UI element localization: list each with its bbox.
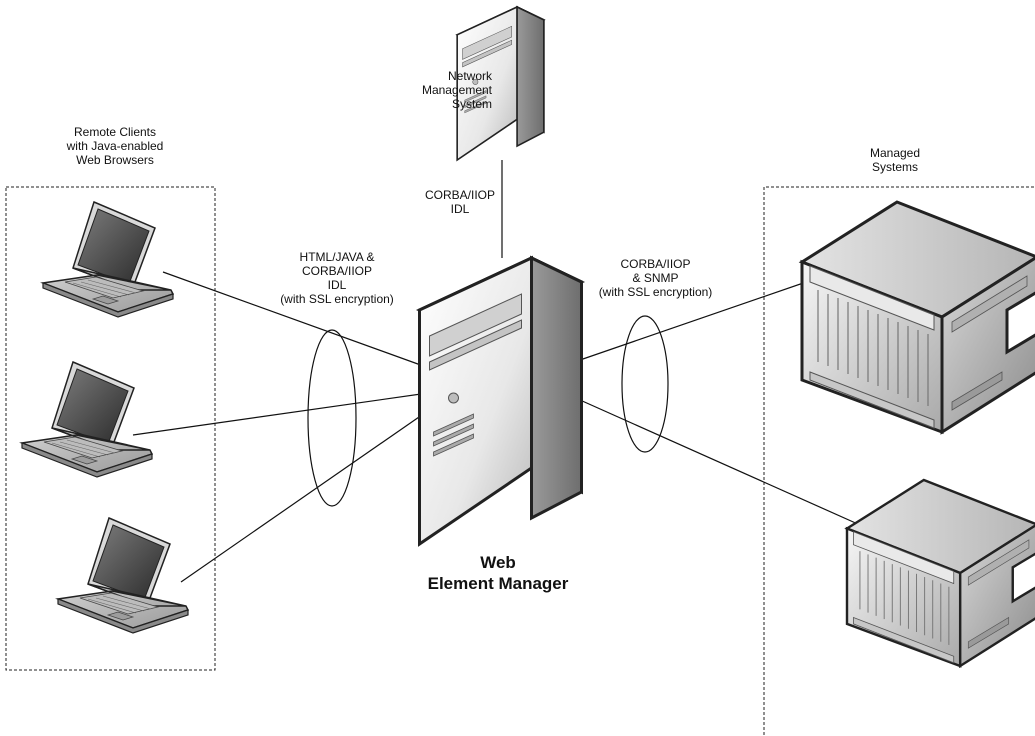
chassis-icon xyxy=(845,478,1035,668)
chassis-icon xyxy=(800,200,1035,434)
managed-systems-group-box xyxy=(763,186,1034,736)
nms-label-line: System xyxy=(451,97,492,111)
web-element-manager-title-line: Web xyxy=(480,553,516,572)
ssl-encryption-ellipse-left xyxy=(307,329,357,507)
link-right-label-line: (with SSL encryption) xyxy=(598,285,713,299)
link-left-label-line: HTML/JAVA & xyxy=(299,250,375,264)
link-top-label-line: IDL xyxy=(450,202,470,216)
link-managed-2 xyxy=(579,399,861,526)
managed-systems-label: Managed Systems xyxy=(855,146,935,174)
managed-systems-label-line: Managed xyxy=(869,146,921,160)
link-right-label: CORBA/IIOP & SNMP (with SSL encryption) xyxy=(583,257,728,299)
remote-clients-label-line: Web Browsers xyxy=(76,153,154,167)
remote-clients-label-line: Remote Clients xyxy=(73,125,157,139)
link-right-label-line: & SNMP xyxy=(632,271,679,285)
web-element-manager-title: Web Element Manager xyxy=(408,552,588,594)
ssl-encryption-ellipse-right xyxy=(621,315,669,453)
link-right-label-line: CORBA/IIOP xyxy=(620,257,691,271)
web-element-manager-title-line: Element Manager xyxy=(427,574,569,593)
link-left-label-line: IDL xyxy=(327,278,347,292)
nms-label: Network Management System xyxy=(382,69,492,111)
laptop-icon xyxy=(21,361,153,478)
managed-systems-label-line: Systems xyxy=(871,160,918,174)
link-left-label-line: (with SSL encryption) xyxy=(280,292,394,306)
link-top-label-line: CORBA/IIOP xyxy=(424,188,495,202)
nms-label-line: Network xyxy=(447,69,492,83)
remote-clients-label-line: with Java-enabled xyxy=(66,139,164,153)
laptop-icon xyxy=(42,201,174,318)
link-top-label: CORBA/IIOP IDL xyxy=(410,188,510,216)
link-client-2 xyxy=(132,392,429,436)
web-element-manager-server-icon xyxy=(417,256,584,546)
remote-clients-group-box xyxy=(5,186,216,671)
remote-clients-label: Remote Clients with Java-enabled Web Bro… xyxy=(45,125,185,167)
link-client-3 xyxy=(180,407,433,583)
nms-label-line: Management xyxy=(421,83,492,97)
laptop-icon xyxy=(57,517,189,634)
link-left-label: HTML/JAVA & CORBA/IIOP IDL (with SSL enc… xyxy=(262,250,412,306)
link-client-1 xyxy=(162,271,441,373)
link-left-label-line: CORBA/IIOP xyxy=(301,264,372,278)
link-managed-1 xyxy=(579,279,813,361)
